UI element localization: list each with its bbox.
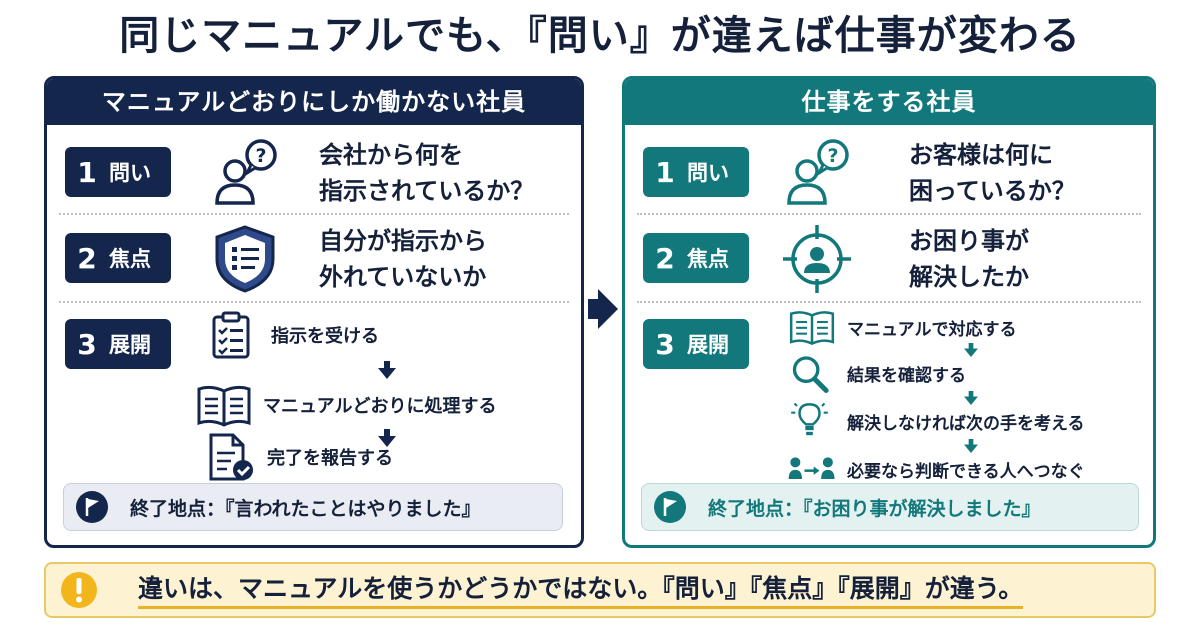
right-panel: 仕事をする社員 1 問い ? お客様は何に 困っているか？ 2 焦点 — [622, 76, 1156, 548]
left-row-focus: 2 焦点 自分が指示から 外れていないか — [59, 217, 569, 303]
svg-text:?: ? — [255, 145, 266, 167]
step-text: 必要なら判断できる人へつなぐ — [847, 461, 1085, 482]
step-text: マニュアルで対応する — [847, 319, 1017, 340]
text-line: お客様は何に — [909, 141, 1053, 169]
text-line: 会社から何を — [319, 141, 463, 169]
down-arrow-icon — [378, 361, 396, 379]
tag-label: 問い — [687, 161, 729, 185]
down-arrow-icon — [964, 439, 978, 453]
right-step-check: 結果を確認する — [787, 353, 966, 393]
left-tag-expand: 3 展開 — [65, 319, 171, 369]
tag-label: 展開 — [687, 333, 729, 357]
right-step-escalate: 必要なら判断できる人へつなぐ — [787, 449, 1085, 489]
people-handoff-icon — [788, 457, 835, 479]
text-line: 指示されているか？ — [319, 177, 535, 205]
open-book-icon — [197, 385, 251, 427]
left-row-expand: 3 展開 指示を受ける マニュアルどおりに処理する — [59, 305, 569, 481]
right-step-rethink: 解決しなければ次の手を考える — [787, 401, 1085, 441]
tag-label: 展開 — [109, 333, 151, 357]
step-text: マニュアルどおりに処理する — [263, 396, 497, 417]
right-endpoint: 終了地点：『お困り事が解決しました』 — [641, 483, 1139, 531]
flag-icon — [76, 491, 108, 523]
left-step-process: マニュアルどおりに処理する — [195, 381, 496, 429]
text-line: 外れていないか — [319, 263, 487, 291]
left-step-receive: 指示を受ける — [203, 311, 379, 359]
step-text: 完了を報告する — [267, 448, 393, 469]
right-tag-question: 1 問い — [643, 147, 749, 197]
left-panel: マニュアルどおりにしか働かない社員 1 問い ? 会社から何を 指示されているか… — [44, 76, 584, 548]
magnifier-icon — [792, 356, 829, 393]
right-step-respond: マニュアルで対応する — [787, 307, 1017, 347]
down-arrow-icon — [378, 429, 396, 447]
left-focus-text: 自分が指示から 外れていないか — [319, 223, 487, 295]
tag-number: 3 — [77, 327, 97, 361]
right-tag-expand: 3 展開 — [643, 319, 749, 369]
right-row-question: 1 問い ? お客様は何に 困っているか？ — [637, 133, 1141, 215]
left-step-report: 完了を報告する — [199, 433, 393, 481]
open-book-icon — [789, 311, 835, 346]
tag-label: 焦点 — [109, 247, 151, 271]
person-question-icon: ? — [787, 139, 849, 205]
endpoint-text: 終了地点：『言われたことはやりました』 — [130, 497, 481, 520]
text-line: 困っているか？ — [909, 177, 1076, 205]
endpoint-text: 終了地点：『お困り事が解決しました』 — [708, 497, 1041, 520]
right-row-focus: 2 焦点 お困り事が 解決したか — [637, 217, 1141, 303]
tag-number: 1 — [655, 155, 675, 189]
step-text: 結果を確認する — [847, 365, 966, 386]
tag-number: 1 — [77, 155, 97, 189]
tag-label: 問い — [109, 161, 151, 185]
step-text: 指示を受ける — [271, 326, 379, 347]
svg-text:?: ? — [827, 145, 838, 167]
right-focus-text: お困り事が 解決したか — [909, 223, 1029, 295]
person-question-icon: ? — [215, 139, 277, 205]
conclusion-banner: 違いは、マニュアルを使うかどうかではない。『問い』『焦点』『展開』が違う。 — [44, 562, 1156, 618]
step-text: 解決しなければ次の手を考える — [847, 413, 1085, 434]
flag-icon — [654, 491, 686, 523]
left-tag-question: 1 問い — [65, 147, 171, 197]
conclusion-text: 違いは、マニュアルを使うかどうかではない。『問い』『焦点』『展開』が違う。 — [138, 572, 1024, 609]
left-row-question: 1 問い ? 会社から何を 指示されているか？ — [59, 133, 569, 215]
text-line: 自分が指示から — [319, 227, 487, 255]
down-arrow-icon — [964, 343, 978, 357]
exclamation-icon — [61, 572, 97, 608]
tag-number: 3 — [655, 327, 675, 361]
tag-number: 2 — [655, 241, 675, 275]
lightbulb-icon — [791, 402, 828, 436]
right-arrow-icon — [588, 289, 618, 329]
left-tag-focus: 2 焦点 — [65, 233, 171, 283]
right-tag-focus: 2 焦点 — [643, 233, 749, 283]
right-question-text: お客様は何に 困っているか？ — [909, 137, 1076, 209]
page-title: 同じマニュアルでも、『問い』が違えば仕事が変わる — [119, 13, 1081, 59]
left-endpoint: 終了地点：『言われたことはやりました』 — [63, 483, 563, 531]
shield-checklist-icon — [215, 225, 275, 293]
right-panel-header: 仕事をする社員 — [625, 79, 1153, 125]
right-row-expand: 3 展開 マニュアルで対応する 結果を確認する — [637, 305, 1141, 482]
left-panel-header: マニュアルどおりにしか働かない社員 — [47, 79, 581, 125]
tag-number: 2 — [77, 241, 97, 275]
text-line: お困り事が — [909, 227, 1029, 255]
target-person-icon — [783, 225, 851, 293]
left-question-text: 会社から何を 指示されているか？ — [319, 137, 534, 209]
clipboard-checklist-icon — [212, 311, 250, 359]
document-check-icon — [209, 433, 253, 481]
text-line: 解決したか — [909, 263, 1029, 291]
down-arrow-icon — [964, 391, 978, 405]
tag-label: 焦点 — [687, 247, 729, 271]
